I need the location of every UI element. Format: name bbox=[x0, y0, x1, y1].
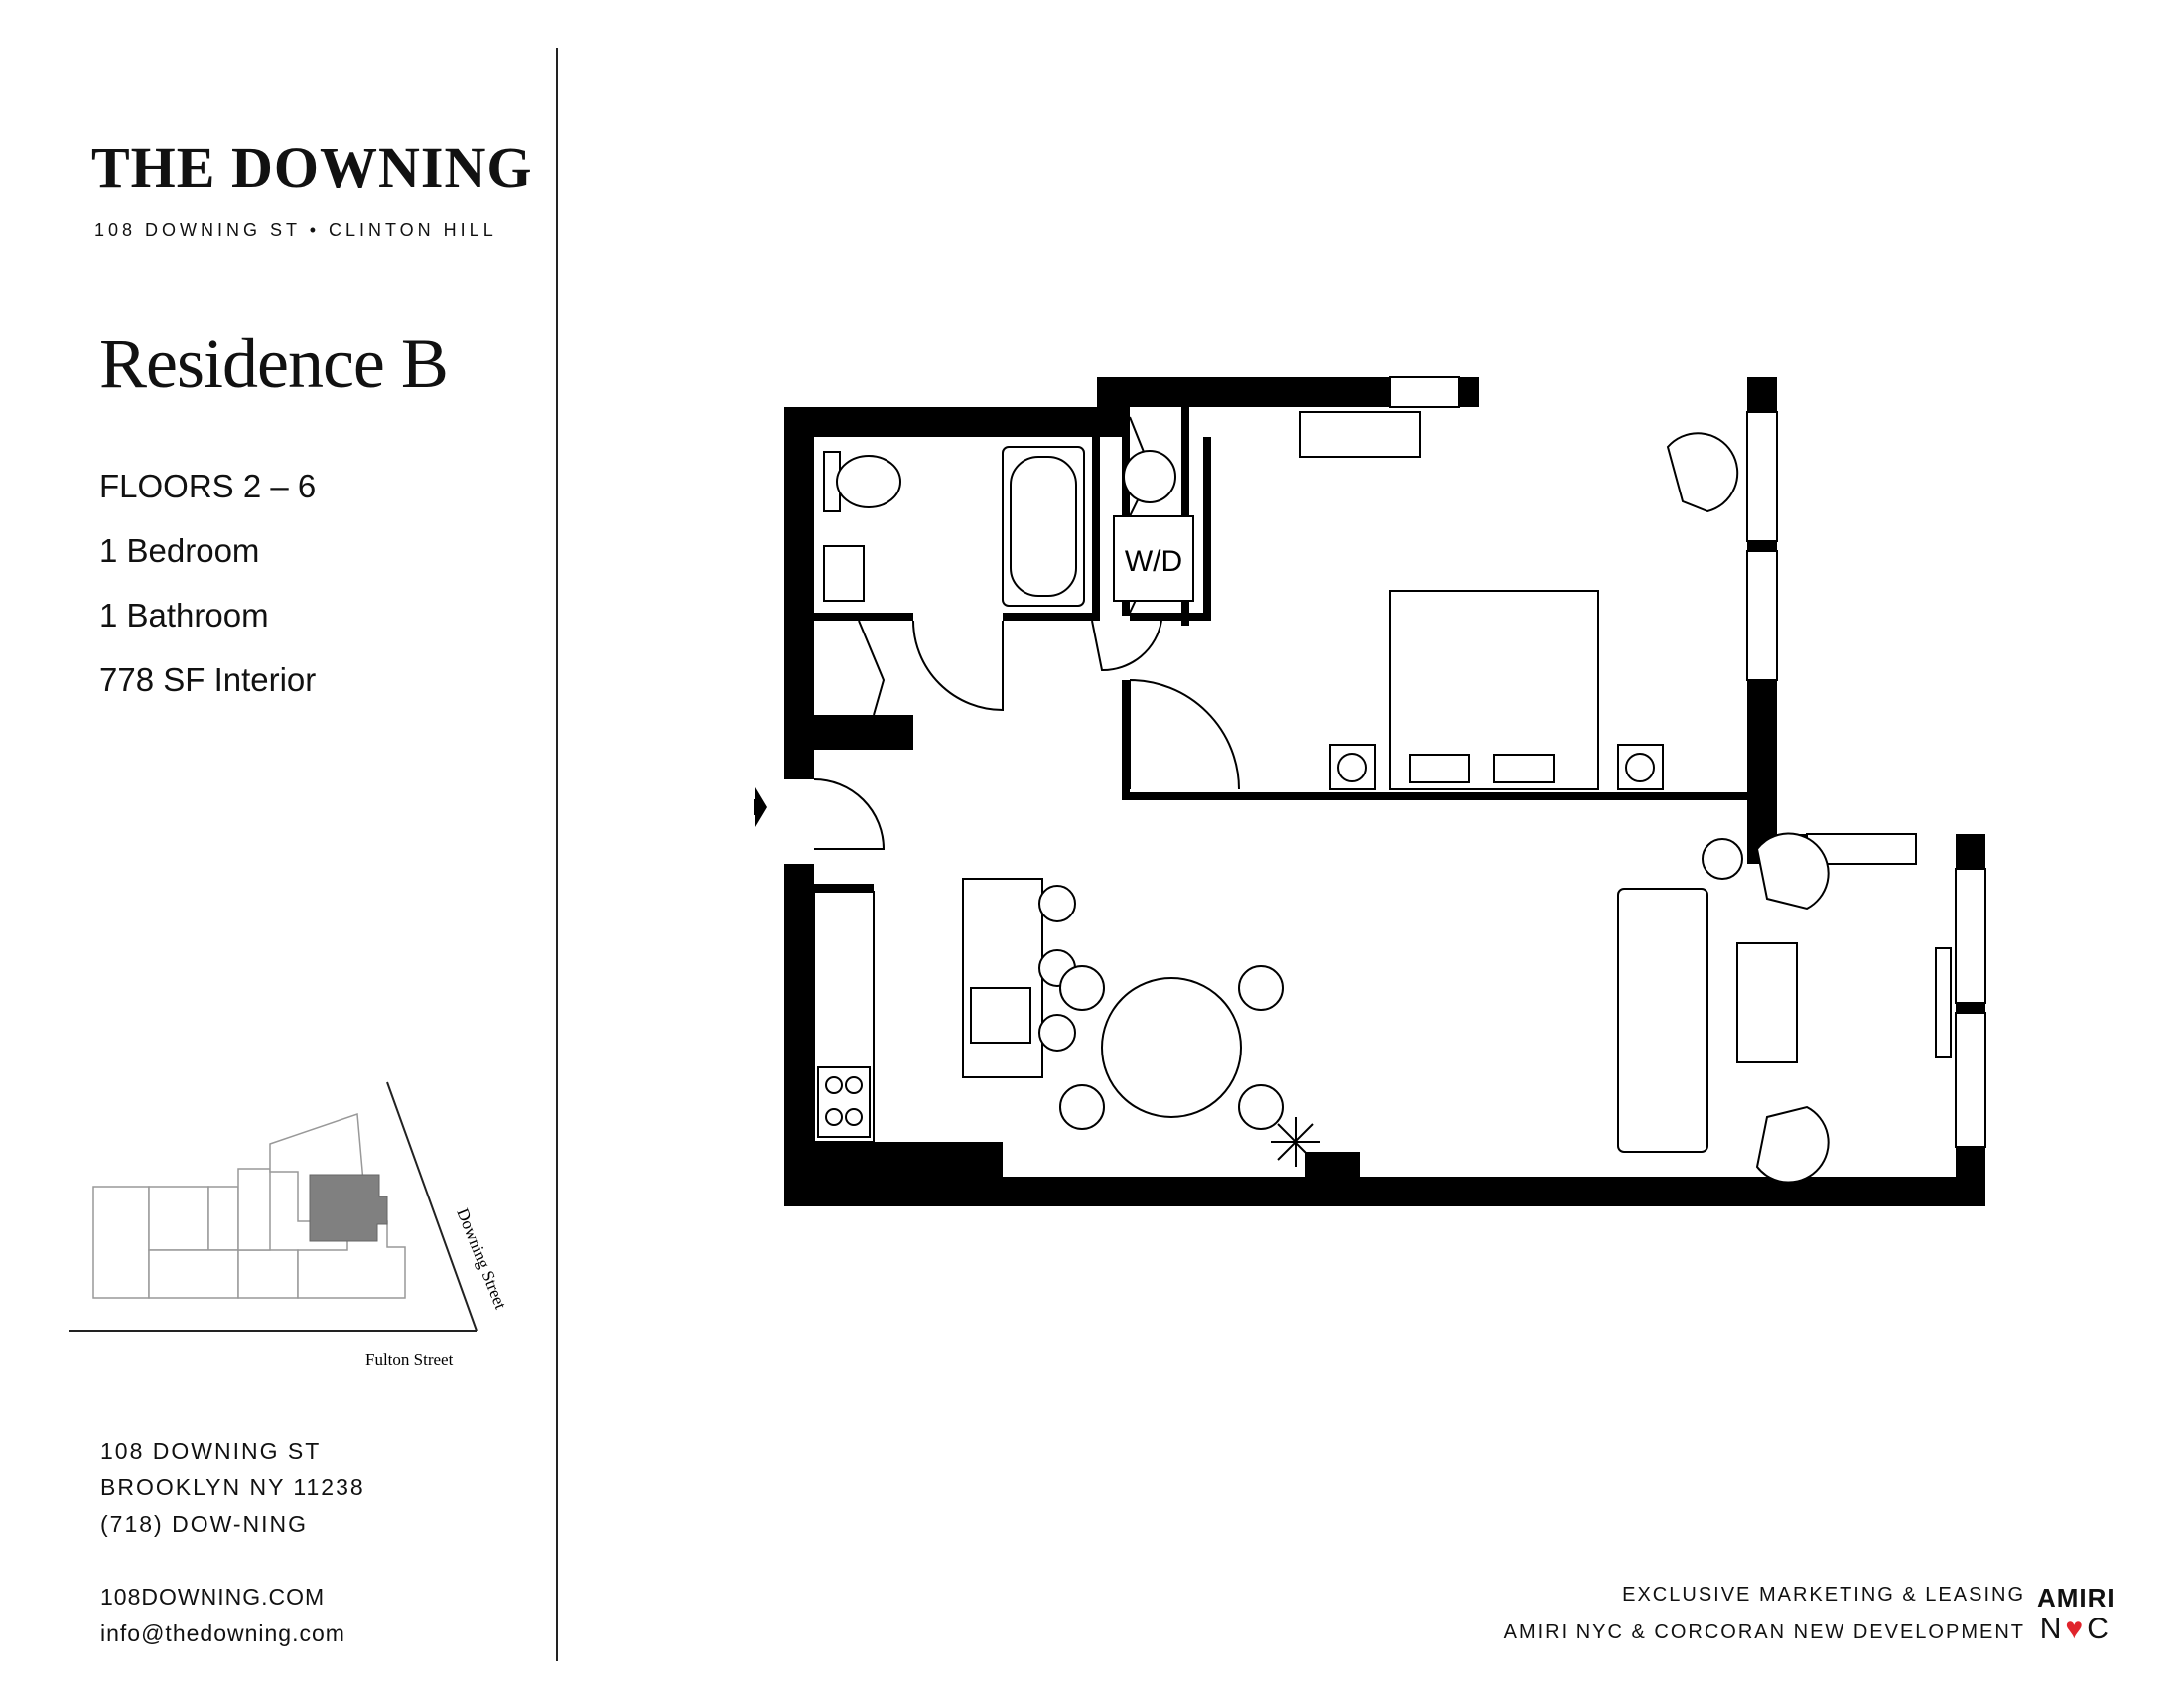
bed-pillow-right bbox=[1493, 754, 1555, 783]
spec-floors: FLOORS 2 – 6 bbox=[99, 468, 317, 504]
living-armchair-top bbox=[1755, 832, 1830, 911]
spec-list: FLOORS 2 – 6 1 Bedroom 1 Bathroom 778 SF… bbox=[99, 467, 316, 725]
coffee-table bbox=[1736, 942, 1798, 1063]
counter-stool-3 bbox=[1038, 1014, 1076, 1052]
washer-dryer-label: W/D bbox=[1125, 545, 1182, 578]
tv-console bbox=[1935, 947, 1952, 1058]
amiri-nyc-logo: AMIRI N♥C bbox=[2037, 1583, 2116, 1646]
kitchen-sink bbox=[970, 987, 1031, 1044]
wd-door bbox=[1091, 620, 1162, 672]
wall-entry-closet bbox=[814, 715, 913, 750]
residence-title: Residence B bbox=[99, 324, 449, 403]
wall-bath-bottom bbox=[814, 613, 913, 621]
wall-top-left bbox=[784, 407, 1127, 437]
dining-table bbox=[1101, 977, 1242, 1118]
email-link[interactable]: info@thedowning.com bbox=[100, 1620, 345, 1646]
brand-subtitle: 108 DOWNING ST • CLINTON HILL bbox=[94, 220, 497, 240]
window-living-right-2 bbox=[1955, 1012, 1986, 1148]
brand-title: THE DOWNING bbox=[91, 135, 533, 200]
burner-2 bbox=[845, 1076, 863, 1094]
keyplan-downing-street-line bbox=[386, 1081, 478, 1332]
wall-closet-bottom bbox=[1130, 613, 1189, 621]
water-heater bbox=[1123, 450, 1176, 503]
logo-wordmark-top: AMIRI bbox=[2037, 1583, 2116, 1613]
window-bedroom-right-2 bbox=[1746, 550, 1778, 681]
wall-bath-wd bbox=[1092, 437, 1100, 621]
burner-3 bbox=[825, 1108, 843, 1126]
logo-wordmark-bottom: N♥C bbox=[2037, 1613, 2116, 1646]
lamp-left-icon bbox=[1337, 753, 1367, 782]
sidebar: THE DOWNING 108 DOWNING ST • CLINTON HIL… bbox=[0, 0, 556, 1688]
keyplan-building-4 bbox=[148, 1249, 239, 1299]
keyplan-building-5 bbox=[237, 1249, 299, 1299]
spec-area: 778 SF Interior bbox=[99, 661, 317, 698]
bath-sink bbox=[823, 545, 865, 602]
keyplan-building-2 bbox=[148, 1186, 209, 1251]
wall-left-lower bbox=[784, 864, 814, 1206]
address-line-1: 108 DOWNING ST bbox=[100, 1438, 322, 1464]
side-table bbox=[1702, 838, 1743, 880]
window-living-right-1 bbox=[1955, 868, 1986, 1004]
dining-chair-2 bbox=[1238, 965, 1284, 1011]
address-block: 108 DOWNING ST BROOKLYN NY 11238 (718) D… bbox=[100, 1438, 365, 1548]
wall-bedroom-left bbox=[1122, 407, 1130, 616]
bath-door bbox=[912, 620, 1004, 712]
keyplan-building-6 bbox=[237, 1168, 271, 1251]
washer-dryer bbox=[1113, 515, 1194, 602]
website-link[interactable]: 108DOWNING.COM bbox=[100, 1584, 326, 1610]
floor-plan: W/D bbox=[754, 376, 1986, 1206]
window-bedroom-right-1 bbox=[1746, 411, 1778, 542]
dining-chair-3 bbox=[1059, 1084, 1105, 1130]
toilet-bowl bbox=[836, 455, 901, 508]
spec-bathrooms: 1 Bathroom bbox=[99, 597, 269, 633]
dining-chair-1 bbox=[1059, 965, 1105, 1011]
burner-4 bbox=[845, 1108, 863, 1126]
vertical-divider bbox=[556, 48, 558, 1661]
wall-bedroom-left-lower bbox=[1122, 680, 1130, 799]
kitchen-island bbox=[962, 878, 1043, 1078]
credits-line-1: EXCLUSIVE MARKETING & LEASING bbox=[1622, 1584, 2025, 1606]
bedroom-armchair bbox=[1666, 432, 1739, 513]
entry-door bbox=[813, 778, 886, 850]
counter-stool-1 bbox=[1038, 885, 1076, 922]
bedroom-dresser bbox=[1299, 411, 1421, 458]
wall-wd-bedroom bbox=[1203, 437, 1211, 621]
logo-letter-n: N bbox=[2039, 1613, 2066, 1645]
logo-letter-c: C bbox=[2087, 1613, 2113, 1645]
bathtub-inner bbox=[1010, 456, 1077, 597]
wall-bottom bbox=[784, 1177, 1985, 1206]
phone-number: (718) DOW-NING bbox=[100, 1511, 309, 1537]
window-bedroom-top bbox=[1389, 376, 1460, 408]
lamp-right-icon bbox=[1625, 753, 1655, 782]
keyplan-building-8 bbox=[297, 1220, 406, 1299]
keyplan-building-3 bbox=[207, 1186, 239, 1251]
key-plan: Downing Street Fulton Street bbox=[69, 1081, 510, 1369]
credits-line-2: AMIRI NYC & CORCORAN NEW DEVELOPMENT bbox=[1503, 1621, 2025, 1643]
living-armchair-bottom bbox=[1755, 1105, 1830, 1184]
keyplan-street-fulton: Fulton Street bbox=[365, 1350, 454, 1369]
wall-kitchen-bottom bbox=[814, 1142, 1003, 1177]
wall-bedroom-bottom bbox=[1122, 792, 1757, 800]
bed-pillow-left bbox=[1409, 754, 1470, 783]
bedroom-door bbox=[1129, 679, 1240, 790]
web-block: 108DOWNING.COM info@thedowning.com bbox=[100, 1584, 345, 1657]
spec-bedrooms: 1 Bedroom bbox=[99, 532, 260, 569]
entry-closet-door bbox=[858, 620, 886, 716]
keyplan-street-downing: Downing Street bbox=[453, 1205, 510, 1312]
keyplan-building-1 bbox=[92, 1186, 150, 1299]
burner-1 bbox=[825, 1076, 843, 1094]
keyplan-highlight-unit bbox=[309, 1174, 388, 1242]
wall-kitchen-top bbox=[814, 884, 874, 892]
wall-window-pier bbox=[1305, 1152, 1360, 1177]
credits-block: EXCLUSIVE MARKETING & LEASING AMIRI NYC … bbox=[1504, 1584, 2025, 1659]
address-line-2: BROOKLYN NY 11238 bbox=[100, 1475, 365, 1500]
plant-icon bbox=[1271, 1117, 1320, 1167]
entry-arrow-icon bbox=[754, 787, 767, 827]
dining-chair-4 bbox=[1238, 1084, 1284, 1130]
sofa bbox=[1617, 888, 1708, 1153]
wall-left-upper bbox=[784, 407, 814, 779]
wall-bath-bottom-2 bbox=[1003, 613, 1092, 621]
heart-icon: ♥ bbox=[2065, 1613, 2088, 1645]
cooktop bbox=[817, 1066, 871, 1138]
